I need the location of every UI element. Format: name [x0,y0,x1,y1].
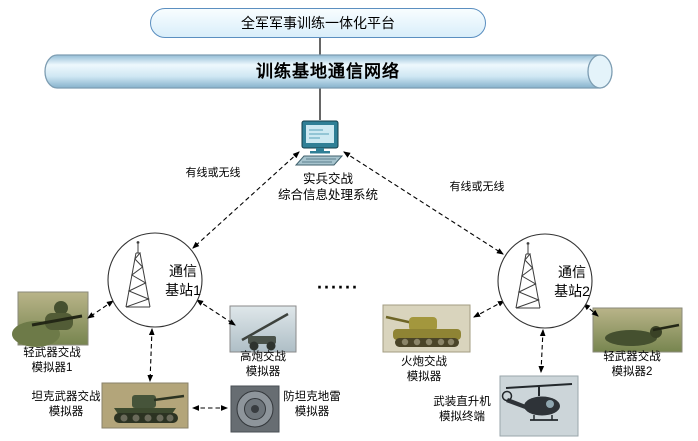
arrow-bs2-lightweapons2 [583,303,599,317]
computer-icon [294,120,344,166]
system-label: 实兵交战 综合信息处理系统 [277,171,379,202]
arrow-system-basestation1 [192,151,300,249]
photo-aa-gun-simulator [229,305,297,353]
ellipsis-separator: ...... [316,272,360,293]
arrow-bs1-lightweapons1 [87,300,114,319]
label-helicopter-terminal: 武装直升机 模拟终端 [433,396,491,423]
label-aa-gun-sim: 高炮交战 模拟器 [240,351,286,378]
arrow-bs2-helicopter [538,328,546,374]
label-tank-weapons-sim: 坦克武器交战 模拟器 [31,391,101,418]
link-label-left: 有线或无线 [185,166,241,179]
label-light-weapons-sim-2: 轻武器交战 模拟器2 [603,351,661,378]
base-station-1-node [107,232,203,328]
base-station-2-label: 通信 基站2 [554,264,590,299]
arrow-bs1-aagun [196,299,236,326]
link-label-right: 有线或无线 [449,180,505,193]
arrow-system-basestation2 [343,151,504,255]
photo-light-weapons-simulator-2 [592,307,683,353]
network-title: 训练基地通信网络 [256,61,400,81]
photo-tank-weapons-simulator [101,382,189,429]
photo-artillery-simulator [382,304,471,353]
label-artillery-sim: 火炮交战 模拟器 [401,356,447,383]
photo-attack-helicopter-terminal [499,375,579,437]
platform-title: 全军军事训练一体化平台 [241,15,395,31]
arrow-bs2-artillery [473,300,505,318]
arrow-bs1-tank [147,327,155,383]
photo-light-weapons-simulator-1 [12,291,89,347]
base-station-2-node [497,233,593,329]
base-station-1-label: 通信 基站1 [165,263,201,298]
photo-antitank-mine-simulator [230,385,280,433]
platform-node: 全军军事训练一体化平台 [150,8,486,38]
label-light-weapons-sim-1: 轻武器交战 模拟器1 [23,347,81,374]
network-cylinder [44,54,613,89]
label-antitank-mine-sim: 防坦克地雷 模拟器 [283,391,341,418]
